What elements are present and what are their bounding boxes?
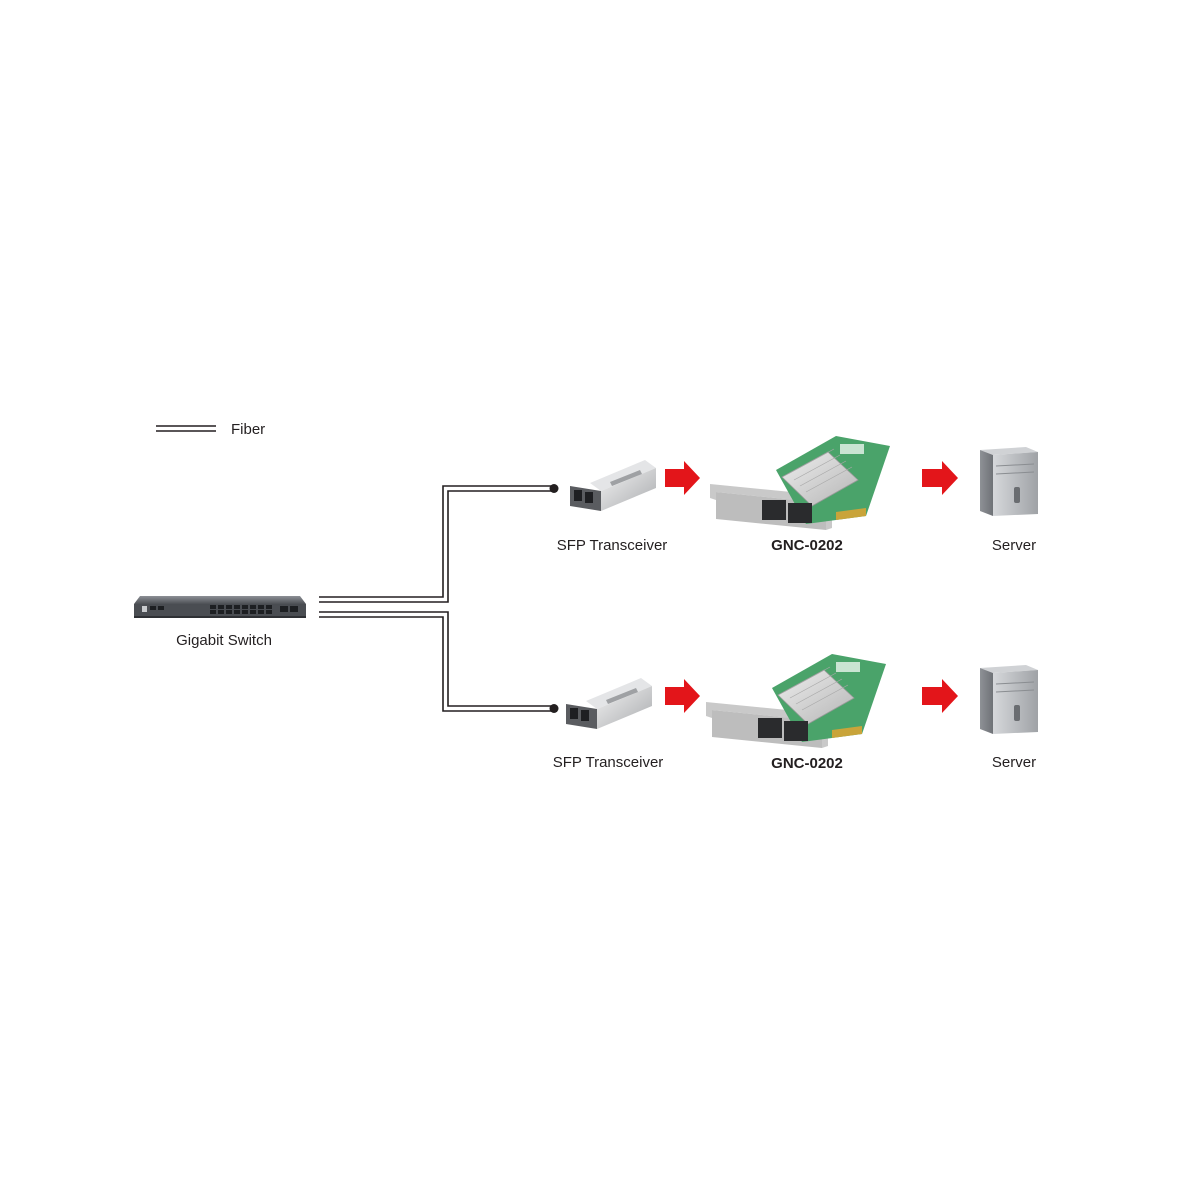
arrow-right-icon bbox=[665, 461, 700, 495]
switch-icon bbox=[134, 596, 306, 618]
server-icon bbox=[980, 447, 1038, 516]
server-icon bbox=[980, 665, 1038, 734]
card-label-lower: GNC-0202 bbox=[771, 755, 843, 772]
fiber-endpoint-upper bbox=[549, 484, 559, 493]
card-label-upper: GNC-0202 bbox=[771, 537, 843, 554]
server-label-lower: Server bbox=[991, 754, 1037, 771]
arrow-right-icon bbox=[922, 679, 958, 713]
transceiver-label-upper: SFP Transceiver bbox=[556, 537, 668, 554]
transceiver-label-lower: SFP Transceiver bbox=[552, 754, 664, 771]
fiber-endpoint-lower bbox=[549, 704, 559, 713]
branch-lower bbox=[566, 654, 1038, 748]
fiber-connections bbox=[319, 485, 554, 712]
fiber-upper-inner bbox=[319, 490, 554, 603]
branch-upper bbox=[570, 436, 1038, 530]
fiber-lower-outer bbox=[319, 616, 554, 712]
sfp-transceiver-icon bbox=[566, 678, 652, 729]
fiber-upper-outer bbox=[319, 485, 554, 598]
nic-card-icon bbox=[710, 436, 890, 530]
server-label-upper: Server bbox=[991, 537, 1037, 554]
nic-card-icon bbox=[706, 654, 886, 748]
arrow-right-icon bbox=[922, 461, 958, 495]
switch-label: Gigabit Switch bbox=[176, 632, 272, 649]
fiber-lower-inner bbox=[319, 611, 554, 707]
legend-fiber-label: Fiber bbox=[231, 421, 266, 438]
legend bbox=[156, 425, 216, 432]
arrow-right-icon bbox=[665, 679, 700, 713]
sfp-transceiver-icon bbox=[570, 460, 656, 511]
